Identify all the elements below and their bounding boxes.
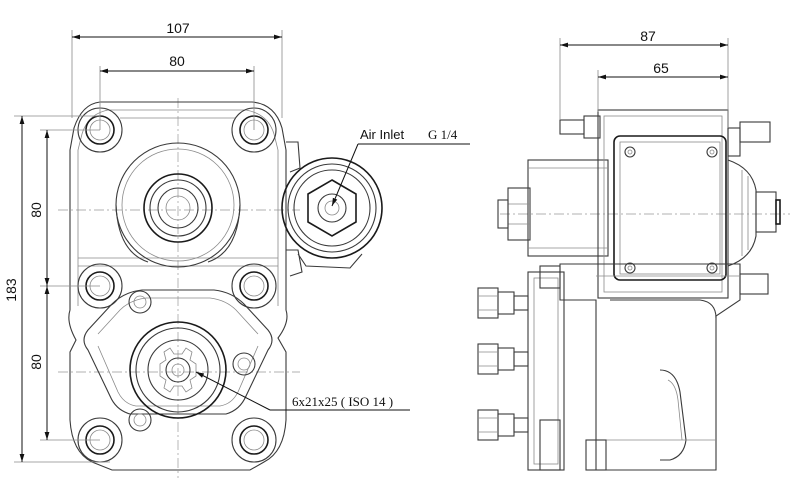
front-dimensions: 107 80 183 80 80	[3, 20, 283, 463]
front-view	[58, 98, 383, 478]
dim-side-overall: 87	[640, 28, 656, 44]
fitting-top	[477, 287, 529, 319]
bolt-middle-right	[231, 263, 277, 309]
fitting-bottom	[477, 409, 529, 441]
air-inlet-thread: G 1/4	[428, 127, 458, 142]
side-view	[477, 109, 790, 471]
dim-front-lower-spacing: 80	[28, 354, 44, 370]
bolt-lower-right	[231, 417, 277, 463]
dim-front-upper-spacing: 80	[28, 202, 44, 218]
front-housing-outline	[68, 101, 288, 471]
dim-front-width: 107	[166, 20, 190, 36]
callouts: Air Inlet G 1/4 6x21x25 ( ISO 14 )	[195, 127, 470, 411]
dim-side-body: 65	[653, 60, 669, 76]
fitting-middle	[477, 343, 529, 375]
air-inlet-fitting	[281, 141, 383, 277]
shaft-spec-label: 6x21x25 ( ISO 14 )	[292, 394, 393, 409]
air-inlet-label: Air Inlet	[360, 127, 404, 142]
dim-front-height: 183	[3, 278, 19, 302]
side-dimensions: 87 65	[559, 28, 729, 128]
dim-front-bolt-spacing: 80	[169, 53, 185, 69]
